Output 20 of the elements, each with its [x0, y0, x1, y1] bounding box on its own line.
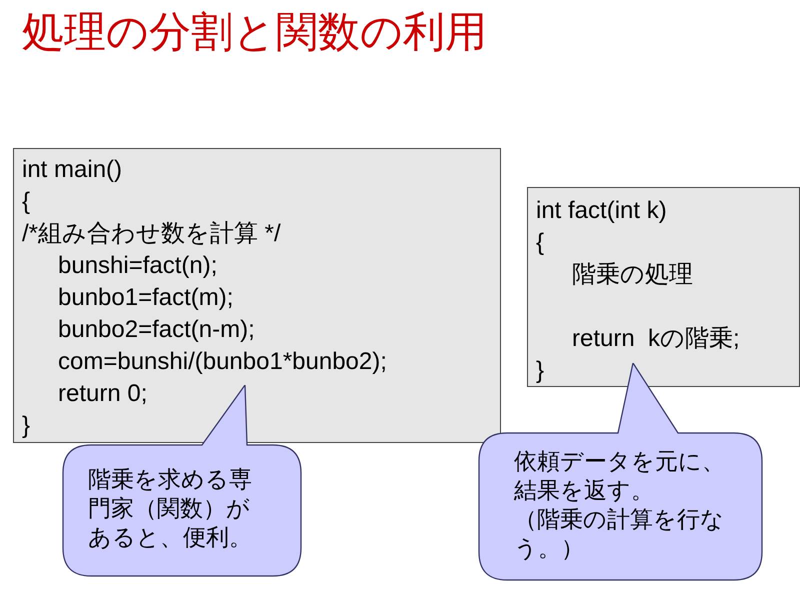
code-line: 階乗の処理 — [572, 260, 693, 290]
code-line: { — [22, 187, 30, 217]
code-box — [13, 148, 501, 443]
code-line: int fact(int k) — [536, 196, 667, 226]
code-line: return kの階乗; — [572, 324, 740, 354]
slide-title: 処理の分割と関数の利用 — [22, 7, 487, 57]
code-line: } — [22, 411, 30, 441]
code-line: } — [536, 356, 544, 386]
code-box — [527, 187, 800, 387]
bubble-text: 依頼データを元に、結果を返す。 — [514, 447, 726, 505]
code-line: com=bunshi/(bunbo1*bunbo2); — [58, 347, 387, 377]
code-line: bunbo1=fact(m); — [58, 283, 234, 313]
bubble-text: （階乗の計算を行なう。） — [514, 505, 725, 563]
bubble-text: 階乗を求める専門家（関数）があると、便利。 — [88, 465, 253, 552]
code-line: bunshi=fact(n); — [58, 251, 218, 281]
code-line: /*組み合わせ数を計算 */ — [22, 219, 281, 249]
code-line: bunbo2=fact(n-m); — [58, 315, 255, 345]
code-line: { — [536, 228, 544, 258]
code-line: return 0; — [58, 379, 148, 409]
code-line: int main() — [22, 155, 122, 185]
